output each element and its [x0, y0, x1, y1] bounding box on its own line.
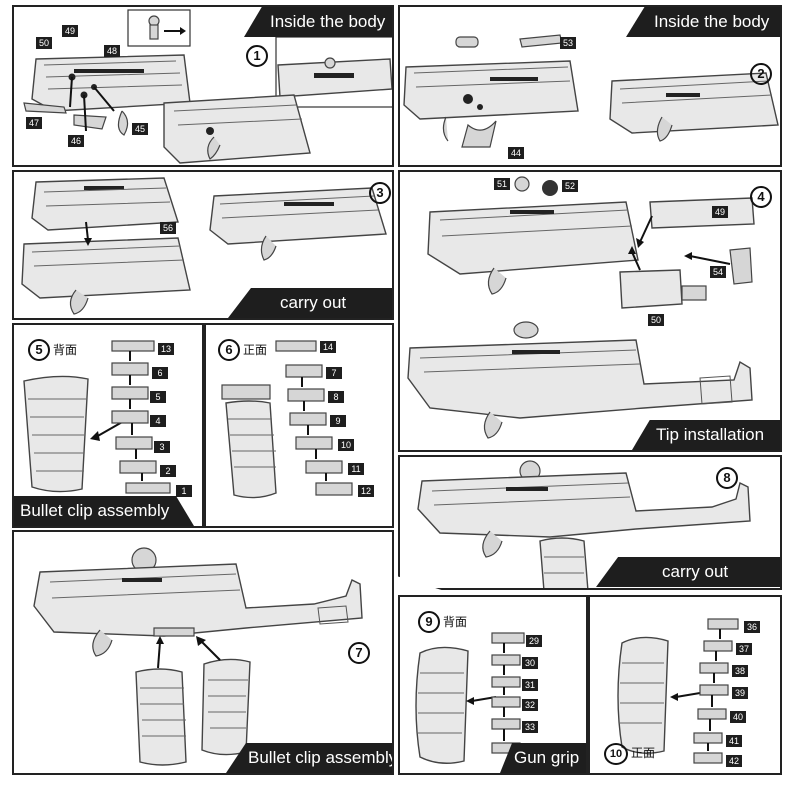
step-5-banner-text: Bullet clip assembly: [20, 501, 170, 520]
part-tag-8: 8: [328, 391, 344, 403]
step-5-illustration: [23, 340, 171, 494]
step-5-banner: Bullet clip assembly: [14, 496, 194, 526]
part-tag-50b: 50: [648, 314, 664, 326]
part-tag-1: 1: [176, 485, 192, 497]
step-2-illustration: [403, 34, 779, 148]
step-5-subtitle: 背面: [53, 343, 78, 357]
step-4-number: 4: [750, 186, 772, 208]
step-10-illustration: [617, 618, 739, 764]
step-7-number: 7: [348, 642, 370, 664]
part-tag-36: 36: [744, 621, 760, 633]
step-4-illustration: [407, 176, 755, 439]
part-tag-41: 41: [726, 735, 742, 747]
part-tag-29: 29: [526, 635, 542, 647]
panel-step-3: carry out 3 56: [12, 170, 394, 320]
step-7-illustration: [33, 547, 363, 766]
part-tag-6: 6: [152, 367, 168, 379]
part-tag-46: 46: [68, 135, 84, 147]
step-3-banner: carry out: [228, 288, 392, 318]
panel-step-4: Tip installation 4 51 52 49 54 50: [398, 170, 782, 452]
part-tag-47: 47: [26, 117, 42, 129]
part-tag-10: 10: [338, 439, 354, 451]
part-tag-33: 33: [522, 721, 538, 733]
part-tag-2: 2: [160, 465, 176, 477]
step-10-subtitle: 正面: [631, 746, 656, 760]
step-1-illustration: [23, 9, 392, 164]
part-tag-32: 32: [522, 699, 538, 711]
panel-step-7: 7 Bullet clip assembly: [12, 530, 394, 775]
step-8-illustration: [417, 460, 751, 588]
part-tag-48: 48: [104, 45, 120, 57]
step-4-banner: Tip installation: [632, 420, 780, 450]
step-1-banner-text: Inside the body: [270, 12, 386, 31]
step-3-banner-text: carry out: [280, 293, 347, 312]
part-tag-40: 40: [730, 711, 746, 723]
step-6-illustration: [221, 340, 353, 499]
part-tag-42: 42: [726, 755, 742, 767]
step-8-banner-text: carry out: [662, 562, 729, 581]
part-tag-54: 54: [710, 266, 726, 278]
part-tag-7: 7: [326, 367, 342, 379]
part-tag-13: 13: [158, 343, 174, 355]
step-9-illustration: [415, 632, 525, 764]
part-tag-5: 5: [150, 391, 166, 403]
step-8-banner: carry out: [596, 557, 780, 587]
panel-step-1: Inside the body 1 49 50 47 46 45 48: [12, 5, 394, 167]
part-tag-9: 9: [330, 415, 346, 427]
panel-step-2: Inside the body 2 53 44: [398, 5, 782, 167]
part-tag-31: 31: [522, 679, 538, 691]
step-7-banner-text: Bullet clip assembly: [248, 748, 394, 767]
part-tag-50: 50: [36, 37, 52, 49]
part-tag-37: 37: [736, 643, 752, 655]
panel-step-8: 8 carry out: [398, 455, 782, 590]
part-tag-39: 39: [732, 687, 748, 699]
step-2-banner-text: Inside the body: [654, 12, 770, 31]
step-3-illustration: [21, 177, 387, 315]
part-tag-51: 51: [494, 178, 510, 190]
step-1-banner: Inside the body: [244, 7, 392, 37]
part-tag-14: 14: [320, 341, 336, 353]
part-tag-56: 56: [160, 222, 176, 234]
part-tag-52: 52: [562, 180, 578, 192]
step-9-subtitle: 背面: [443, 615, 468, 629]
part-tag-4: 4: [150, 415, 166, 427]
part-tag-44: 44: [508, 147, 524, 159]
part-tag-49: 49: [62, 25, 78, 37]
step-3-number: 3: [369, 182, 391, 204]
part-tag-3: 3: [154, 441, 170, 453]
step-1-number: 1: [246, 45, 268, 67]
part-tag-38: 38: [732, 665, 748, 677]
step-9-banner: Gun grip: [500, 743, 586, 773]
step-2-number: 2: [750, 63, 772, 85]
step-4-banner-text: Tip installation: [656, 425, 765, 444]
step-7-banner: Bullet clip assembly: [226, 743, 392, 773]
step-6-subtitle: 正面: [243, 343, 268, 357]
part-tag-49b: 49: [712, 206, 728, 218]
part-tag-53: 53: [560, 37, 576, 49]
part-tag-45: 45: [132, 123, 148, 135]
step-9-banner-text: Gun grip: [514, 748, 580, 767]
part-tag-30: 30: [522, 657, 538, 669]
part-tag-12: 12: [358, 485, 374, 497]
step-2-banner: Inside the body: [626, 7, 780, 37]
step-8-number: 8: [716, 467, 738, 489]
part-tag-11: 11: [348, 463, 364, 475]
